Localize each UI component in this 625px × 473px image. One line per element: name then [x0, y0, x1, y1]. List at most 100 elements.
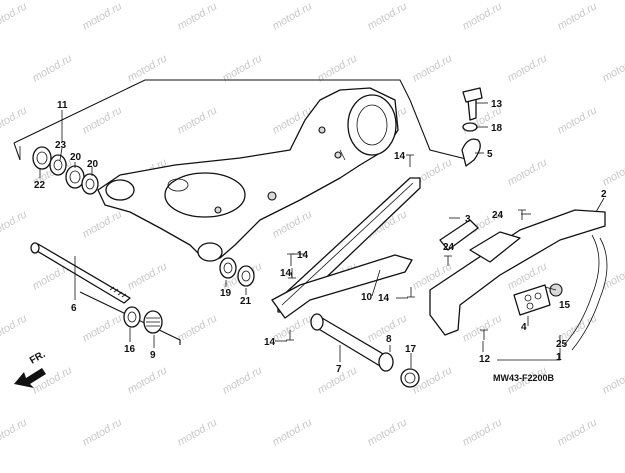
watermark-text: motod.ru — [271, 0, 315, 32]
callout-8: 8 — [386, 334, 392, 345]
callout-20-b: 20 — [87, 159, 99, 170]
callout-14-c: 14 — [264, 337, 276, 348]
watermark-text: motod.ru — [81, 312, 125, 344]
washer-18 — [463, 123, 477, 131]
frame-right-top — [410, 100, 470, 160]
callout-1: 1 — [556, 352, 562, 363]
watermark-text: motod.ru — [506, 156, 550, 188]
watermark-text: motod.ru — [601, 364, 625, 396]
watermark-text: motod.ru — [556, 104, 600, 136]
callout-4: 4 — [521, 322, 527, 333]
callout-23: 23 — [55, 140, 67, 151]
watermark-text: motod.ru — [601, 156, 625, 188]
swingarm-hole-4 — [319, 127, 325, 133]
watermark-text: motod.ru — [601, 260, 625, 292]
bearing-19 — [220, 258, 236, 278]
watermark-text: motod.ru — [176, 312, 220, 344]
watermark-text: motod.ru — [0, 312, 29, 344]
watermark-text: motod.ru — [81, 208, 125, 240]
swingarm-hole-2 — [268, 192, 276, 200]
callout-17: 17 — [405, 344, 417, 355]
drawing-code: MW43-F2200B — [493, 373, 555, 383]
watermark-text: motod.ru — [176, 416, 220, 448]
swingarm-front-boss — [106, 180, 134, 200]
swingarm-hole-3 — [215, 207, 221, 213]
callout-15: 15 — [559, 300, 571, 311]
watermark-text: motod.ru — [126, 260, 170, 292]
watermark-text: motod.ru — [556, 416, 600, 448]
watermark-text: motod.ru — [221, 364, 265, 396]
callout-14-a: 14 — [394, 151, 406, 162]
pipe-7 — [312, 318, 390, 366]
bolt-24-a — [518, 210, 526, 220]
callout-20-a: 20 — [70, 152, 82, 163]
frame-left-end — [14, 143, 20, 160]
clamp-5 — [462, 139, 480, 166]
pivot-boss — [348, 95, 396, 155]
bolt-14-b — [287, 254, 295, 266]
watermark-text: motod.ru — [366, 416, 410, 448]
callout-3: 3 — [465, 214, 471, 225]
watermark-text: motod.ru — [81, 0, 125, 32]
watermark-text: motod.ru — [0, 104, 29, 136]
swingarm-hole — [335, 152, 341, 158]
watermark-text: motod.ru — [176, 104, 220, 136]
watermark-text: motod.ru — [556, 0, 600, 32]
collar-8 — [379, 353, 393, 371]
callout-12: 12 — [479, 354, 491, 365]
bolt-14-a — [406, 155, 414, 167]
callout-13: 13 — [491, 99, 503, 110]
callout-2: 2 — [601, 189, 607, 200]
bearing-21 — [238, 266, 254, 286]
callout-25: 25 — [556, 339, 568, 350]
watermark-text: motod.ru — [176, 0, 220, 32]
swingarm-cutout — [165, 173, 245, 217]
watermark-text: motod.ru — [0, 208, 29, 240]
callout-9: 9 — [150, 350, 156, 361]
swingarm-end-boss — [198, 243, 222, 261]
callout-14-b: 14 — [297, 250, 309, 261]
watermark-text: motod.ru — [411, 52, 455, 84]
watermark-text: motod.ru — [271, 208, 315, 240]
bush-17 — [401, 369, 419, 387]
callout-7: 7 — [336, 364, 342, 375]
watermark-text: motod.ru — [0, 416, 29, 448]
watermark-text: motod.ru — [601, 52, 625, 84]
watermark-text: motod.ru — [81, 104, 125, 136]
watermark-text: motod.ru — [461, 312, 505, 344]
front-label: FR. — [28, 349, 48, 367]
callout-24-b: 24 — [443, 242, 455, 253]
callout-21: 21 — [240, 296, 252, 307]
pivot-bolt-head — [31, 243, 39, 253]
callout-11: 11 — [57, 100, 68, 111]
callout-5: 5 — [487, 149, 493, 160]
washer-23 — [50, 155, 66, 175]
bearing-20a — [66, 166, 84, 188]
callout-22: 22 — [34, 180, 46, 191]
watermark-text: motod.ru — [31, 364, 75, 396]
callout-24-a: 24 — [492, 210, 504, 221]
callout-14-d: 14 — [378, 293, 390, 304]
callout-19: 19 — [220, 288, 232, 299]
callout-16: 16 — [124, 344, 136, 355]
watermark-text: motod.ru — [461, 416, 505, 448]
watermark-text: motod.ru — [0, 0, 29, 32]
callout-18: 18 — [491, 123, 503, 134]
watermark-text: motod.ru — [126, 364, 170, 396]
watermark-text: motod.ru — [506, 52, 550, 84]
watermark-text: motod.ru — [461, 0, 505, 32]
watermark-text: motod.ru — [31, 52, 75, 84]
callout-10: 10 — [361, 292, 373, 303]
callout-14-e: 14 — [280, 268, 292, 279]
bearing-20b — [82, 174, 98, 194]
plate-4 — [514, 285, 550, 315]
watermark-text: motod.ru — [271, 416, 315, 448]
seal-22 — [33, 147, 51, 169]
nut-16 — [124, 307, 140, 327]
watermark-text: motod.ru — [366, 0, 410, 32]
bolt-13-head — [463, 88, 482, 102]
callout-6: 6 — [71, 303, 77, 314]
watermark-text: motod.ru — [81, 416, 125, 448]
